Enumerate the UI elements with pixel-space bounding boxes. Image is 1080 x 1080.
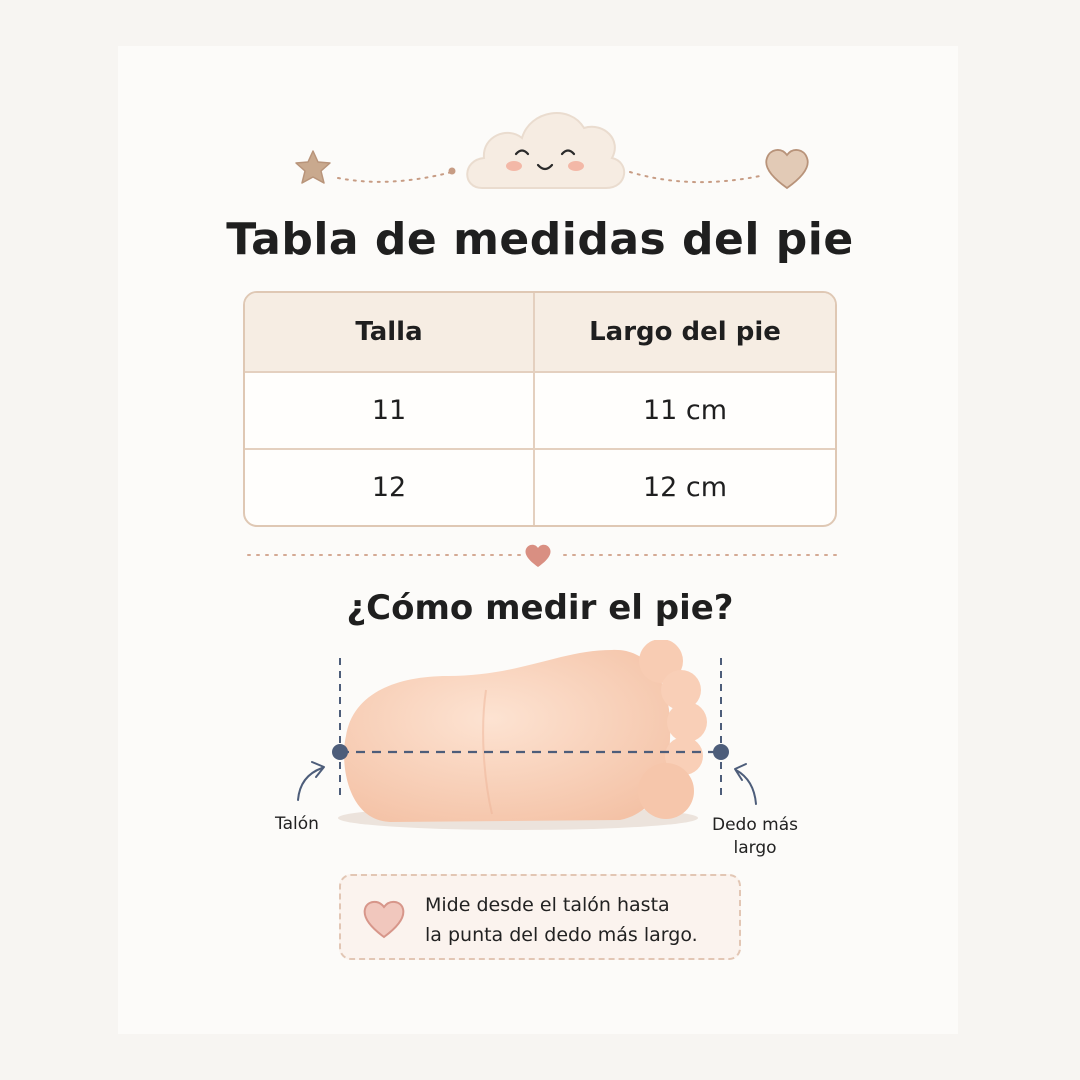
chart-card	[118, 46, 958, 1034]
smiling-cloud-icon	[466, 112, 626, 189]
table-row: 11 11 cm	[245, 371, 835, 448]
section-subtitle: ¿Cómo medir el pie?	[346, 588, 734, 628]
table-header-row: Talla Largo del pie	[245, 293, 835, 371]
foot-measure-diagram	[297, 640, 757, 830]
top-decoration	[295, 112, 809, 190]
header-largo: Largo del pie	[589, 317, 781, 347]
table-row: 12 12 cm	[245, 448, 835, 525]
table-cell-size: 11	[245, 373, 535, 448]
tip-line-2: la punta del dedo más largo.	[425, 924, 698, 946]
size-table: Talla Largo del pie 11 11 cm 12 12 cm	[243, 291, 837, 527]
heart-icon	[363, 901, 405, 939]
heart-icon	[765, 149, 809, 190]
tip-line-1: Mide desde el talón hasta	[425, 894, 670, 916]
page-title: Tabla de medidas del pie	[226, 214, 854, 265]
curved-arrow-icon	[734, 763, 757, 805]
table-cell-size: 12	[245, 450, 535, 525]
baby-foot-illustration	[344, 640, 707, 822]
table-cell-length: 12 cm	[642, 472, 728, 503]
heel-label: Talón	[275, 814, 319, 834]
curved-arrow-icon	[297, 761, 325, 801]
heart-icon	[525, 544, 551, 567]
table-cell-length: 11 cm	[642, 395, 728, 426]
longest-toe-label: Dedo más largo	[712, 815, 798, 858]
header-talla: Talla	[245, 293, 535, 371]
measuring-tip: Mide desde el talón hasta la punta del d…	[339, 874, 741, 960]
section-divider	[247, 544, 839, 567]
star-icon	[295, 150, 331, 184]
tip-text: Mide desde el talón hasta la punta del d…	[425, 890, 735, 950]
